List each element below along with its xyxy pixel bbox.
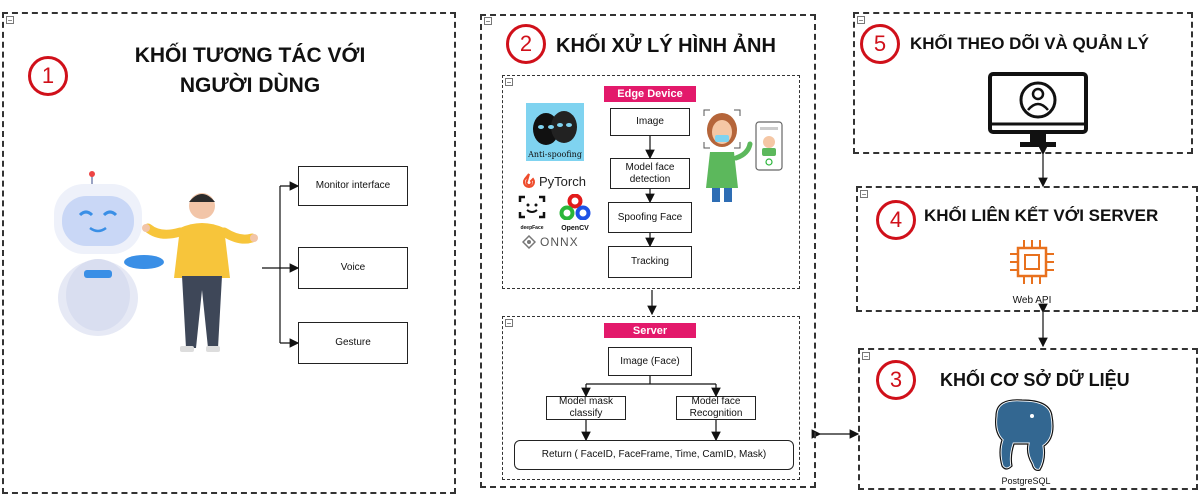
opencv-rings-icon: [559, 193, 591, 221]
mask-faces-icon: [533, 111, 577, 145]
collapse-icon[interactable]: −: [862, 352, 870, 361]
face-scan-icon: [518, 195, 546, 219]
block-number-5: 5: [860, 24, 900, 64]
block-number-2: 2: [506, 24, 546, 64]
monitor-user-icon: [988, 72, 1088, 147]
collapse-icon[interactable]: −: [857, 16, 865, 25]
chip-icon: [1010, 240, 1054, 284]
output-gesture: Gesture: [298, 322, 408, 364]
server-return-output: Return ( FaceID, FaceFrame, Time, CamID,…: [514, 440, 794, 470]
edge-step-face-detection: Model face detection: [610, 158, 690, 189]
edge-step-spoofing-face: Spoofing Face: [608, 202, 692, 233]
opencv-label: OpenCV: [561, 225, 589, 232]
onnx-label: ONNX: [540, 235, 579, 249]
block-monitoring-management: [853, 12, 1193, 154]
edge-device-container: [502, 75, 800, 289]
server-model-face-recognition: Model face Recognition: [676, 396, 756, 420]
server-input-image-face: Image (Face): [608, 347, 692, 376]
collapse-icon[interactable]: −: [505, 319, 513, 328]
collapse-icon[interactable]: −: [505, 78, 513, 87]
onnx-icon: [522, 235, 536, 249]
robot-icon: [54, 171, 164, 336]
edge-step-image: Image: [610, 108, 690, 136]
collapse-icon[interactable]: −: [860, 190, 868, 199]
anti-spoofing-logo: Anti-spoofing: [526, 103, 584, 161]
opencv-logo: OpenCV: [558, 193, 592, 232]
collapse-icon[interactable]: −: [484, 17, 492, 26]
block-database: [858, 348, 1198, 490]
block-5-title: KHỐI THEO DÕI VÀ QUẢN LÝ: [910, 34, 1149, 53]
postgresql-elephant-icon: [994, 398, 1055, 472]
pytorch-label: PyTorch: [539, 173, 586, 189]
onnx-logo: ONNX: [522, 234, 592, 250]
postgresql-label: PostgreSQL: [1001, 476, 1051, 486]
face-verification-icon: [703, 109, 783, 202]
edge-step-tracking: Tracking: [608, 246, 692, 278]
server-container: [502, 316, 800, 480]
block-4-title: KHỐI LIÊN KẾT VỚI SERVER: [924, 206, 1159, 225]
person-icon: [142, 193, 258, 352]
block-user-interaction: [2, 12, 456, 494]
anti-spoofing-label: Anti-spoofing: [528, 150, 582, 159]
pytorch-logo: PyTorch: [522, 172, 592, 190]
block-1-title-line1: KHỐI TƯƠNG TÁC VỚI: [134, 44, 366, 67]
block-number-4: 4: [876, 200, 916, 240]
output-voice: Voice: [298, 247, 408, 289]
server-model-mask-classify: Model mask classify: [546, 396, 626, 420]
collapse-icon[interactable]: −: [6, 16, 14, 25]
block-server-link: [856, 186, 1198, 312]
server-label: Server: [604, 323, 696, 338]
output-monitor-interface: Monitor interface: [298, 166, 408, 206]
block-number-1: 1: [28, 56, 68, 96]
flame-icon: [523, 173, 535, 188]
web-api-label: Web API: [1012, 295, 1052, 306]
deepface-logo: deepFace: [516, 194, 548, 231]
block-image-processing: [480, 14, 816, 488]
deepface-label: deepFace: [520, 225, 544, 231]
block-3-title: KHỐI CƠ SỞ DỮ LIỆU: [940, 370, 1130, 390]
block-2-title: KHỐI XỬ LÝ HÌNH ẢNH: [556, 35, 776, 57]
block-number-3: 3: [876, 360, 916, 400]
edge-device-label: Edge Device: [604, 86, 696, 102]
block-1-title-line2: NGƯỜI DÙNG: [179, 74, 321, 97]
